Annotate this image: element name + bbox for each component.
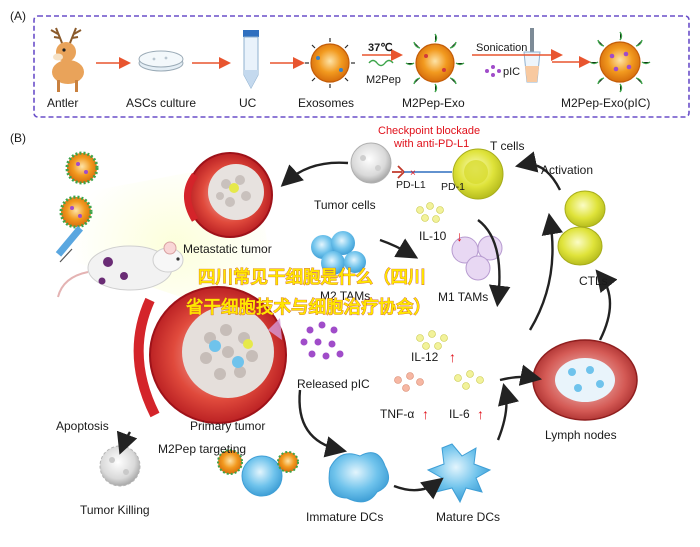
nanoparticle-icon-1 xyxy=(65,151,99,185)
step-label-uc: UC xyxy=(239,96,257,110)
apoptosis-label: Apoptosis xyxy=(56,419,109,433)
petri-dish-icon xyxy=(138,50,184,72)
t-cells-label: T cells xyxy=(490,139,524,153)
t-cell-icon xyxy=(452,148,504,200)
pd-1-label: PD-1 xyxy=(441,181,465,193)
checkpoint-connector: × xyxy=(392,165,452,179)
block-x-icon: × xyxy=(410,168,416,179)
m2pep-targeting-label: M2Pep targeting xyxy=(158,442,246,456)
il6-label: IL-6 xyxy=(449,407,470,421)
m2pep-targeting-cells-icon xyxy=(217,449,299,497)
pd-l1-label: PD-L1 xyxy=(396,179,426,191)
panel-a-border xyxy=(33,15,690,118)
temperature-label: 37℃ xyxy=(368,42,393,54)
m2-tam-cells-icon xyxy=(311,231,366,275)
panel-a-arrows xyxy=(96,49,591,69)
ctls-label: CTLs xyxy=(579,274,608,288)
sonication-label: Sonication xyxy=(476,42,527,54)
primary-tumor-icon xyxy=(133,286,287,424)
m1-tam-cells-icon xyxy=(451,235,503,281)
m2pep-exo-pic-icon xyxy=(589,31,651,93)
il6-dots-icon xyxy=(454,370,484,390)
immature-dc-icon xyxy=(328,452,390,503)
step-label-ascs-culture: ASCs culture xyxy=(126,96,196,110)
il10-label: IL-10 xyxy=(419,229,447,243)
tumor-killing-label: Tumor Killing xyxy=(80,503,150,517)
metastatic-tumor-icon xyxy=(184,152,273,238)
m2-tams-label: M2 TAMs xyxy=(320,289,370,303)
il12-label: IL-12 xyxy=(411,350,439,364)
tumor-cell-icon xyxy=(350,142,392,184)
il10-down-arrow: ↓ xyxy=(456,228,463,244)
lymph-node-icon xyxy=(532,339,638,421)
ctl-cell-icon-1 xyxy=(564,190,606,228)
sonication-tube-icon xyxy=(523,28,541,83)
panel-b-label: (B) xyxy=(10,131,26,145)
anti-pd-l1-label: with anti-PD-L1 xyxy=(393,138,469,150)
il12-up-arrow: ↑ xyxy=(449,349,456,365)
ctl-cell-icon-2 xyxy=(557,226,603,266)
tumor-killing-cell-icon xyxy=(99,445,141,487)
m2pep-exo-icon xyxy=(405,33,465,93)
pic-dots-icon xyxy=(485,65,501,77)
mature-dcs-label: Mature DCs xyxy=(436,510,500,524)
il12-dots-icon xyxy=(416,330,448,350)
il6-up-arrow: ↑ xyxy=(477,406,484,422)
watermark-line-2: 省干细胞技术与细胞治疗协会） xyxy=(185,297,431,318)
primary-tumor-label: Primary tumor xyxy=(190,419,265,433)
step-label-m2pep-exo-pic: M2Pep-Exo(pIC) xyxy=(561,96,650,110)
centrifuge-tube-icon xyxy=(243,30,259,90)
activation-label: Activation xyxy=(541,163,593,177)
metastatic-tumor-label: Metastatic tumor xyxy=(183,242,272,256)
m2pep-squiggle-icon xyxy=(368,59,394,67)
step-label-exosomes: Exosomes xyxy=(298,96,354,110)
released-pic-dots-icon xyxy=(300,321,344,360)
step-label-m2pep-exo: M2Pep-Exo xyxy=(402,96,465,110)
tnf-alpha-label: TNF-α xyxy=(380,407,414,421)
il10-dots-icon xyxy=(416,202,444,223)
tnf-dots-icon xyxy=(394,372,424,392)
watermark-line-1: 四川常见干细胞是什么（四川 xyxy=(198,267,426,288)
lymph-nodes-label: Lymph nodes xyxy=(545,428,617,442)
nanoparticle-icon-2 xyxy=(59,195,93,229)
released-pic-label: Released pIC xyxy=(297,377,370,391)
m1-tams-label: M1 TAMs xyxy=(438,290,488,304)
immature-dcs-label: Immature DCs xyxy=(306,510,383,524)
deer-icon xyxy=(50,27,84,92)
panel-b-flow-arrows xyxy=(116,151,618,500)
step-label-antler: Antler xyxy=(47,96,78,110)
mouse-icon xyxy=(57,241,184,298)
panel-a-label: (A) xyxy=(10,9,26,23)
tnf-up-arrow: ↑ xyxy=(422,406,429,422)
reagent-label: M2Pep xyxy=(366,74,401,86)
pic-label: pIC xyxy=(503,66,520,78)
checkpoint-blockade-label: Checkpoint blockade xyxy=(378,125,480,137)
syringe-icon xyxy=(55,226,83,263)
mature-dc-icon xyxy=(426,443,492,504)
tumor-cells-label: Tumor cells xyxy=(314,198,376,212)
exosome-icon xyxy=(305,38,355,88)
